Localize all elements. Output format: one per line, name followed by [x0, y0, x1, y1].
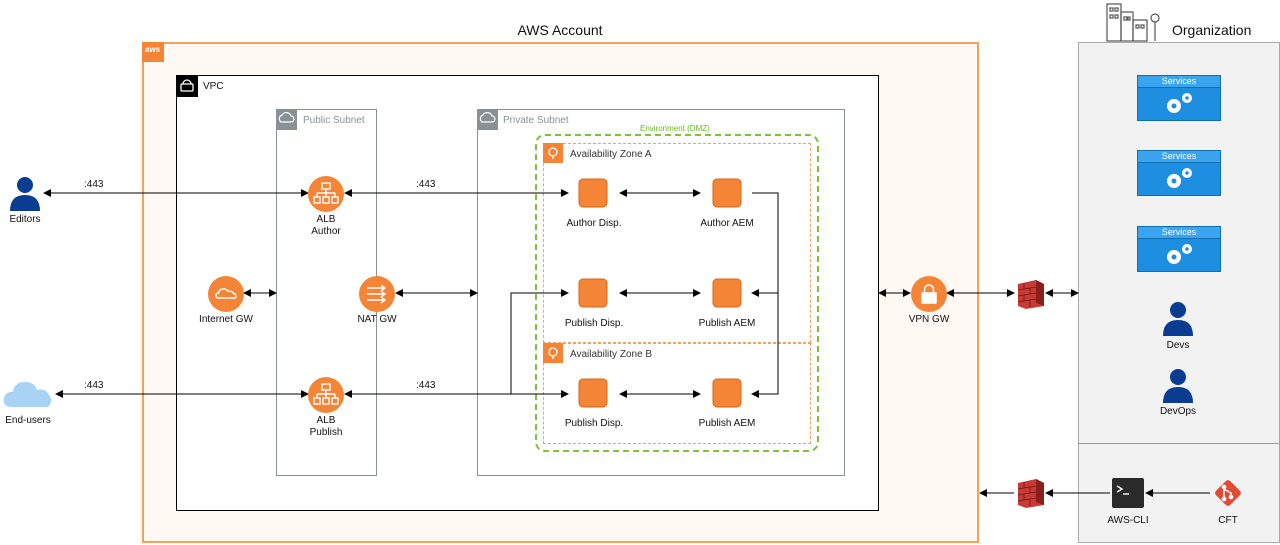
- git-icon: [1211, 476, 1245, 513]
- environment-dmz-label: Environment (DMZ): [640, 124, 710, 133]
- aws-cli-label: AWS-CLI: [1107, 515, 1149, 526]
- gears-icon: [1167, 168, 1192, 188]
- cft-label: CFT: [1218, 515, 1238, 526]
- author-aem-label: Author AEM: [700, 218, 754, 229]
- services-card-1: Services: [1137, 75, 1221, 121]
- organization-panel: [1078, 42, 1280, 543]
- nat-gateway-icon: [359, 276, 395, 315]
- end-users-label: End-users: [5, 415, 51, 426]
- services-card-3: Services: [1137, 226, 1221, 272]
- publish-disp-b-label: Publish Disp.: [564, 418, 624, 429]
- publish-aem-a-label: Publish AEM: [698, 318, 756, 329]
- endusers-port-label: :443: [84, 380, 104, 391]
- services-card-title: Services: [1138, 76, 1220, 88]
- alb-publish-label-1: ALB: [316, 415, 336, 426]
- services-card-title: Services: [1138, 227, 1220, 239]
- organization-divider: [1078, 443, 1280, 444]
- az-b-label: Availability Zone B: [570, 349, 653, 360]
- alb-author-label-2: Author: [311, 226, 341, 237]
- ec2-instance-icon: [712, 178, 742, 208]
- ec2-instance-icon: [578, 278, 608, 308]
- nat-gw-label: NAT GW: [357, 314, 397, 325]
- load-balancer-icon: [308, 176, 344, 215]
- services-card-2: Services: [1137, 150, 1221, 196]
- internet-gateway-icon: [208, 276, 244, 315]
- ec2-instance-icon: [578, 378, 608, 408]
- gears-icon: [1167, 93, 1192, 113]
- services-card-title: Services: [1138, 151, 1220, 163]
- devops-user-icon: [1162, 367, 1194, 406]
- editors-port-label: :443: [84, 179, 104, 190]
- alb-author-label-1: ALB: [316, 214, 336, 225]
- private-subnet-label: Private Subnet: [503, 115, 569, 126]
- aws-account-title: AWS Account: [517, 22, 603, 38]
- public-subnet-icon: [276, 109, 297, 130]
- vpc-label: VPC: [203, 81, 224, 92]
- editors-label: Editors: [9, 214, 41, 225]
- devs-label: Devs: [1166, 340, 1190, 351]
- alb-publish-to-publish-disp-connector: [344, 289, 569, 398]
- cloud-users-icon: [2, 377, 54, 412]
- firewall-icon: [1014, 278, 1046, 313]
- organization-title: Organization: [1172, 22, 1252, 38]
- publish-disp-a-label: Publish Disp.: [564, 318, 624, 329]
- az-a-label: Availability Zone A: [570, 149, 652, 160]
- devops-label: DevOps: [1159, 406, 1197, 417]
- author-disp-label: Author Disp.: [566, 218, 622, 229]
- firewall-icon: [1014, 477, 1046, 512]
- office-building-icon: [1105, 2, 1163, 45]
- public-subnet-label: Public Subnet: [303, 115, 365, 126]
- load-balancer-icon: [308, 377, 344, 416]
- editors-user-icon: [9, 175, 41, 214]
- aws-logo-icon: aws: [142, 42, 164, 62]
- terminal-icon: [1111, 477, 1145, 512]
- author-port-label: :443: [416, 179, 436, 190]
- gears-icon: [1167, 244, 1192, 264]
- alb-publish-label-2: Publish: [309, 427, 343, 438]
- internet-gw-label: Internet GW: [199, 314, 253, 325]
- vpn-gw-label: VPN GW: [908, 314, 950, 325]
- vpn-gateway-icon: [911, 276, 947, 315]
- private-subnet-icon: [477, 109, 498, 130]
- devs-user-icon: [1162, 300, 1194, 339]
- ec2-instance-icon: [712, 378, 742, 408]
- publish-port-label: :443: [416, 380, 436, 391]
- ec2-instance-icon: [578, 178, 608, 208]
- publish-aem-b-label: Publish AEM: [698, 418, 756, 429]
- az-a-frame: [543, 143, 811, 343]
- az-a-icon: [543, 143, 563, 163]
- ec2-instance-icon: [712, 278, 742, 308]
- vpc-icon: [176, 75, 198, 97]
